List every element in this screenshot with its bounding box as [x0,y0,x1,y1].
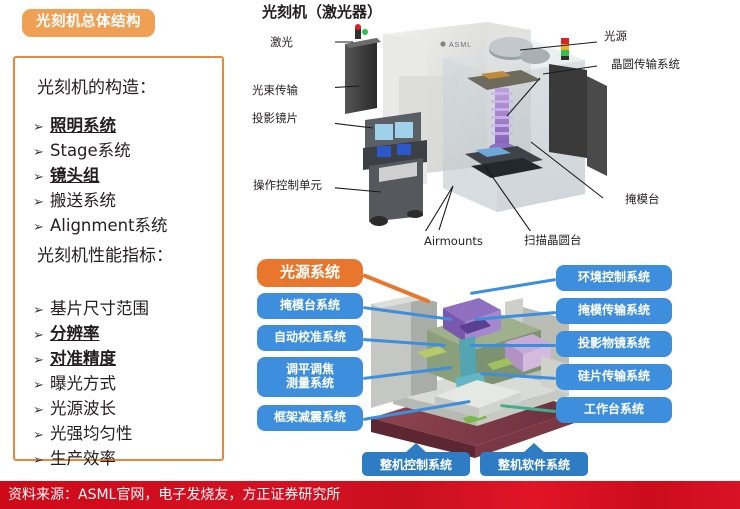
list-item: ➢ 对准精度 [33,349,116,368]
chevron-right-icon: ➢ [33,453,44,468]
list-item: ➢ 分辨率 [33,324,100,343]
subsystem-box[interactable]: 硅片传输系统 [556,364,672,390]
subsystem-box[interactable]: 环境控制系统 [556,265,672,291]
subsystem-box[interactable]: 调平调焦 测量系统 [257,357,363,397]
section-badge: 光刻机总体结构 [22,9,155,37]
chevron-right-icon: ➢ [33,428,44,443]
photo-callout-label: 激光 [270,35,293,49]
list-item-label: 曝光方式 [50,374,116,393]
chevron-right-icon: ➢ [33,328,44,343]
photo-callout-label: Airmounts [424,234,483,248]
subsystem-label: 框架减震系统 [273,410,346,425]
subsystem-box[interactable]: 框架减震系统 [257,405,363,431]
subsystem-label: 光源系统 [279,263,340,282]
list-item: ➢ Stage系统 [33,141,131,160]
chevron-right-icon: ➢ [33,353,44,368]
subsystem-label: 投影物镜系统 [577,336,650,351]
list-item-label: 分辨率 [50,324,100,343]
subsystem-box[interactable]: 自动校准系统 [257,325,363,351]
list-item: ➢ 光源波长 [33,399,116,418]
subsystem-label: 环境控制系统 [577,270,650,285]
subsystem-box[interactable]: 工作台系统 [556,397,672,423]
source-text: 资料来源：ASML官网，电子发烧友，方正证券研究所 [8,487,341,503]
chevron-right-icon: ➢ [33,195,44,210]
photo-callout-label: 扫描晶圆台 [524,233,582,247]
list-item-label: 基片尺寸范围 [50,299,149,318]
photo-callout-label: 光源 [604,29,627,43]
subsystem-box[interactable]: 光源系统 [257,259,363,287]
structure-panel: 光刻机的构造： 光刻机性能指标： ➢照明系统➢Stage系统➢镜头组➢搬送系统➢… [13,56,224,467]
list-item: ➢ 基片尺寸范围 [33,299,149,318]
chevron-right-icon: ➢ [33,378,44,393]
list-item-label: 光源波长 [50,399,116,418]
subsystem-label: 掩模传输系统 [577,303,650,318]
subsystem-label: 整机软件系统 [497,457,570,472]
chevron-right-icon: ➢ [33,145,44,160]
list-item: ➢ 照明系统 [33,116,116,135]
subsystem-label: 调平调焦 测量系统 [285,362,334,390]
subsystem-label: 掩模台系统 [279,298,340,313]
chevron-right-icon: ➢ [33,403,44,418]
photo-title: 光刻机（激光器） [262,3,383,21]
photo-callout-label: 光束传输 [252,83,298,97]
list-item-label: Alignment系统 [50,216,168,235]
subsystem-callout[interactable]: 整机软件系统 [480,443,588,476]
list-item-label: 照明系统 [50,116,116,135]
panel-heading-structure: 光刻机的构造： [37,78,156,98]
list-item-label: 镜头组 [50,166,100,185]
chevron-right-icon: ➢ [33,120,44,135]
list-item: ➢ Alignment系统 [33,216,168,235]
subsystem-box[interactable]: 掩模台系统 [257,293,363,319]
subsystem-label: 工作台系统 [583,402,644,417]
photo-callout-label: 投影镜片 [252,111,298,125]
chevron-right-icon: ➢ [33,170,44,185]
list-item: ➢ 光强均匀性 [33,424,133,443]
list-item: ➢ 生产效率 [33,449,116,468]
list-item-label: 光强均匀性 [50,424,133,443]
lithography-machine-photo: ASML [335,22,607,231]
list-item: ➢ 曝光方式 [33,374,116,393]
svg-text:ASML: ASML [449,42,472,49]
subsystem-label: 自动校准系统 [273,330,346,345]
subsystem-label: 硅片传输系统 [577,369,650,384]
photo-callout-label: 晶圆传输系统 [611,57,680,71]
chevron-right-icon: ➢ [33,220,44,235]
subsystem-box[interactable]: 投影物镜系统 [556,331,672,357]
list-item-label: 对准精度 [50,349,116,368]
connector-line [470,344,556,347]
source-footer: 资料来源：ASML官网，电子发烧友，方正证券研究所 [0,481,740,509]
list-item-label: 生产效率 [50,449,116,468]
chevron-right-icon: ➢ [33,303,44,318]
subsystem-label: 整机控制系统 [379,457,452,472]
photo-callout-label: 操作控制单元 [253,178,322,192]
list-item-label: 搬送系统 [50,191,116,210]
subsystem-box[interactable]: 掩模传输系统 [556,298,672,324]
subsystem-callout[interactable]: 整机控制系统 [362,443,470,476]
list-item-label: Stage系统 [50,141,131,160]
photo-callout-label: 掩模台 [625,192,660,206]
list-item: ➢ 镜头组 [33,166,100,185]
panel-heading-metrics: 光刻机性能指标： [37,246,173,266]
list-item: ➢ 搬送系统 [33,191,116,210]
